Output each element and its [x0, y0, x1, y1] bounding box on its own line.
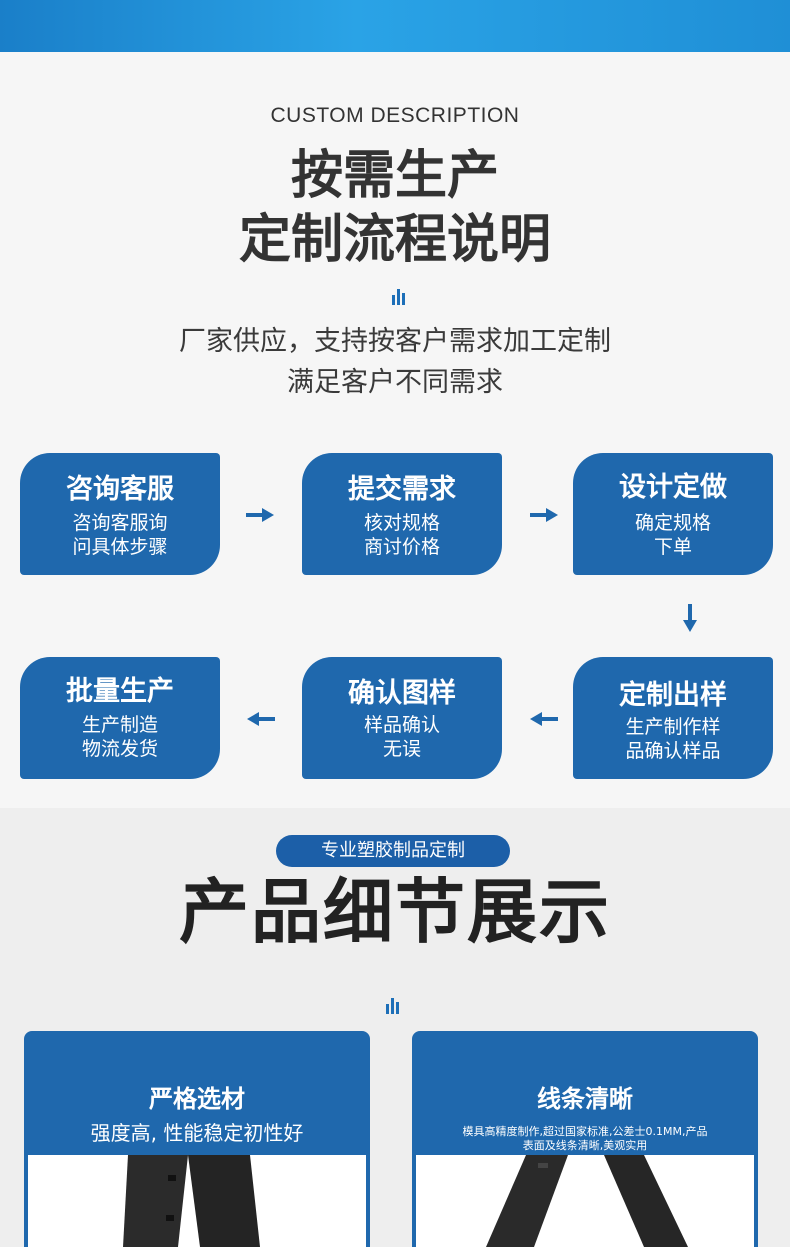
step-title: 设计定做: [619, 472, 727, 503]
step-desc-line1: 生产制作样: [625, 716, 721, 738]
eyebrow-text: CUSTOM DESCRIPTION: [270, 104, 520, 127]
step-title: 咨询客服: [66, 474, 174, 505]
step-desc-line1: 样品确认: [363, 714, 440, 736]
product-image: [28, 1155, 366, 1247]
bars-icon: [386, 996, 404, 1014]
card-title: 线条清晰: [537, 1085, 633, 1113]
top-banner: [0, 0, 790, 52]
step-desc-line1: 咨询客服询: [72, 512, 168, 534]
step-desc-line2: 下单: [653, 536, 692, 558]
arrow-down-icon: [683, 604, 697, 632]
step-design: 设计定做 确定规格 下单: [573, 453, 773, 575]
step-desc-line1: 确定规格: [634, 512, 711, 534]
arrow-right-icon: [530, 508, 558, 522]
arrow-left-icon: [530, 712, 558, 726]
feature-card-material: 严格选材 强度高, 性能稳定初性好: [24, 1031, 370, 1247]
step-desc-line2: 物流发货: [81, 738, 158, 760]
card-title: 严格选材: [149, 1085, 245, 1113]
page-title-line2: 定制流程说明: [238, 210, 551, 270]
step-desc-line1: 生产制造: [81, 714, 158, 736]
section-title: 产品细节展示: [179, 871, 611, 953]
step-custom-sample: 定制出样 生产制作样 品确认样品: [573, 657, 773, 779]
category-badge: 专业塑胶制品定制: [276, 835, 510, 867]
bars-icon: [392, 287, 410, 305]
step-title: 批量生产: [66, 676, 174, 707]
step-title: 提交需求: [348, 474, 456, 505]
arrow-left-icon: [247, 712, 275, 726]
step-desc-line2: 商讨价格: [363, 536, 440, 558]
step-consult: 咨询客服 咨询客服询 问具体步骤: [20, 453, 220, 575]
product-image: [416, 1155, 754, 1247]
step-title: 定制出样: [619, 680, 727, 711]
step-desc-line2: 品确认样品: [625, 740, 721, 762]
card-subtitle: 强度高, 性能稳定初性好: [90, 1121, 304, 1145]
step-submit: 提交需求 核对规格 商讨价格: [302, 453, 502, 575]
card-subtitle-line2: 表面及线条清晰,美观实用: [522, 1139, 648, 1152]
arrow-right-icon: [246, 508, 274, 522]
step-mass-production: 批量生产 生产制造 物流发货: [20, 657, 220, 779]
step-desc-line1: 核对规格: [363, 512, 440, 534]
step-desc-line2: 无误: [382, 738, 421, 760]
description-line2: 满足客户不同需求: [287, 367, 503, 398]
step-desc-line2: 问具体步骤: [72, 536, 168, 558]
step-title: 确认图样: [348, 678, 456, 709]
feature-card-lines: 线条清晰 模具高精度制作,超过国家标准,公差士0.1MM,产品 表面及线条清晰,…: [412, 1031, 758, 1247]
description-line1: 厂家供应，支持按客户需求加工定制: [179, 326, 611, 357]
page-title-line1: 按需生产: [290, 146, 499, 206]
card-subtitle-line1: 模具高精度制作,超过国家标准,公差士0.1MM,产品: [462, 1125, 708, 1138]
step-confirm-sample: 确认图样 样品确认 无误: [302, 657, 502, 779]
